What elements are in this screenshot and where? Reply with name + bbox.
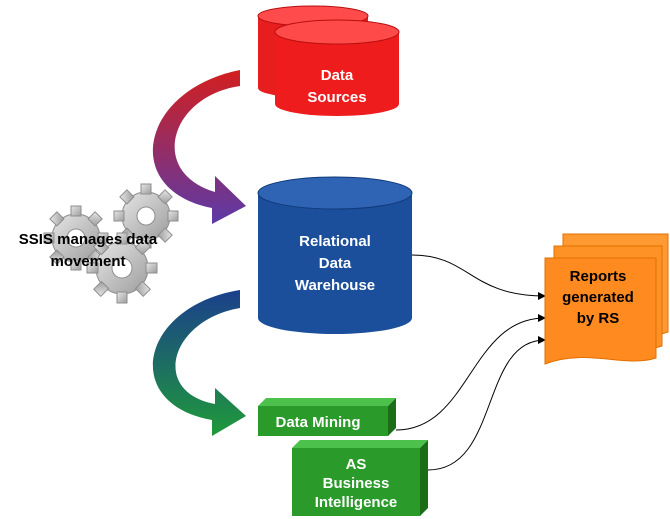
document-stack-icon bbox=[544, 233, 669, 365]
warehouse-database-icon bbox=[257, 176, 413, 334]
warehouse-label-line1: Relational bbox=[299, 233, 371, 250]
data-mining-box bbox=[258, 398, 396, 436]
warehouse-label-line3: Warehouse bbox=[295, 277, 375, 294]
data-sources-label-line2: Sources bbox=[307, 89, 366, 106]
as-bi-label-line3: Intelligence bbox=[315, 494, 398, 511]
database-icon-front bbox=[274, 19, 400, 116]
gear-icon bbox=[43, 183, 179, 304]
ssis-label-line2: movement bbox=[50, 253, 125, 270]
ssis-label-line1: SSIS manages data bbox=[19, 231, 158, 248]
connector-arrows bbox=[395, 254, 546, 471]
reports-label-line1: Reports bbox=[570, 268, 627, 285]
curved-arrow-icon-bottom bbox=[152, 290, 246, 436]
data-sources-database-icon bbox=[257, 5, 400, 116]
data-sources-label-line1: Data bbox=[321, 67, 354, 84]
data-mining-to-reports-arrow bbox=[395, 314, 546, 431]
warehouse-label-line2: Data bbox=[319, 255, 352, 272]
warehouse-to-reports-arrow bbox=[411, 254, 546, 300]
as-bi-label-line2: Business bbox=[323, 475, 390, 492]
as-bi-to-reports-arrow bbox=[427, 336, 546, 471]
as-bi-box bbox=[292, 440, 428, 516]
curved-arrow-icon-top bbox=[152, 70, 246, 224]
reports-label-line2: generated bbox=[562, 289, 634, 306]
as-bi-label-line1: AS bbox=[346, 456, 367, 473]
reports-label-line3: by RS bbox=[577, 310, 620, 327]
data-mining-label: Data Mining bbox=[276, 414, 361, 431]
